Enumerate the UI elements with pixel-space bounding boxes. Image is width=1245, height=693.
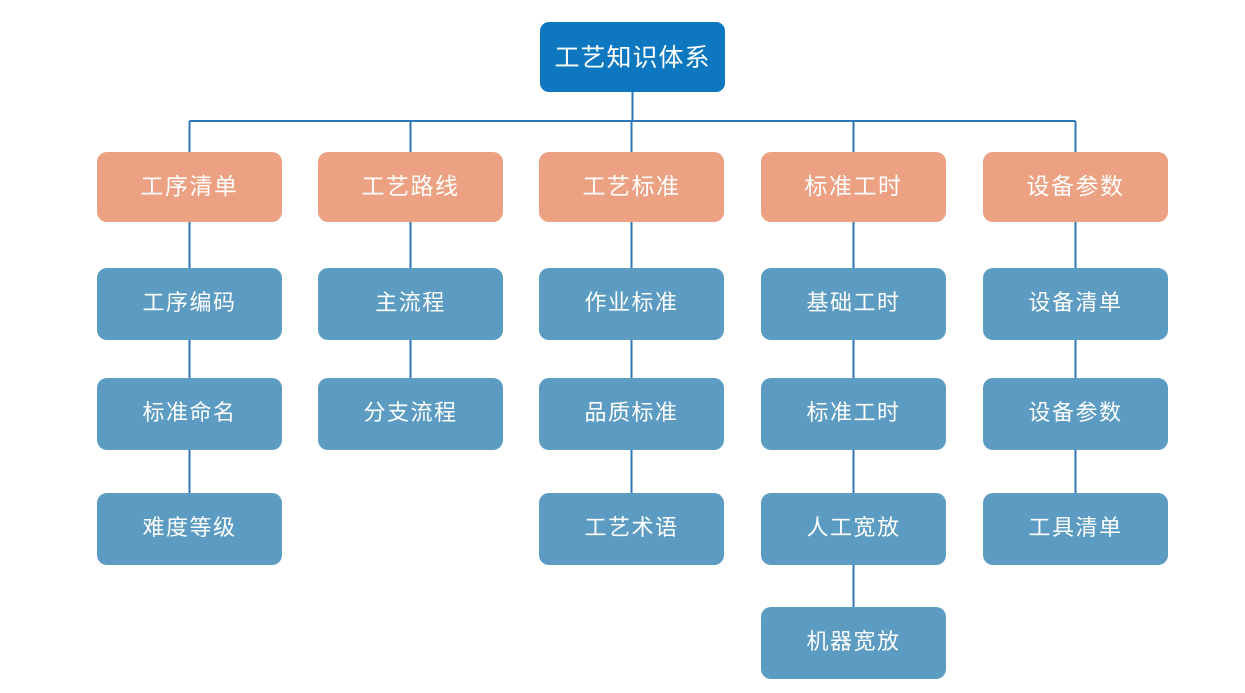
leaf-node-1-2-label: 标准命名 <box>142 401 237 426</box>
category-node-5-label: 设备参数 <box>1026 173 1125 200</box>
category-node-3[interactable]: 工艺标准 <box>539 152 724 222</box>
leaf-node-4-2[interactable]: 标准工时 <box>761 378 946 450</box>
leaf-node-1-3-label: 难度等级 <box>142 516 237 541</box>
leaf-node-2-2-label: 分支流程 <box>363 401 458 426</box>
category-node-2-label: 工艺路线 <box>361 173 460 200</box>
category-node-5[interactable]: 设备参数 <box>983 152 1168 222</box>
category-node-1[interactable]: 工序清单 <box>97 152 282 222</box>
leaf-node-2-1-label: 主流程 <box>375 291 446 316</box>
category-node-1-label: 工序清单 <box>140 173 239 200</box>
leaf-node-3-2-label: 品质标准 <box>584 401 679 426</box>
leaf-node-1-3[interactable]: 难度等级 <box>97 493 282 565</box>
leaf-node-3-2[interactable]: 品质标准 <box>539 378 724 450</box>
leaf-node-5-3[interactable]: 工具清单 <box>983 493 1168 565</box>
leaf-node-4-2-label: 标准工时 <box>806 401 901 426</box>
leaf-node-4-3[interactable]: 人工宽放 <box>761 493 946 565</box>
leaf-node-5-2-label: 设备参数 <box>1028 401 1123 426</box>
leaf-node-5-1[interactable]: 设备清单 <box>983 268 1168 340</box>
leaf-node-5-2[interactable]: 设备参数 <box>983 378 1168 450</box>
leaf-node-2-2[interactable]: 分支流程 <box>318 378 503 450</box>
leaf-node-1-2[interactable]: 标准命名 <box>97 378 282 450</box>
root-node-label: 工艺知识体系 <box>554 42 711 72</box>
category-node-4[interactable]: 标准工时 <box>761 152 946 222</box>
leaf-node-3-3-label: 工艺术语 <box>584 516 679 541</box>
leaf-node-5-3-label: 工具清单 <box>1028 516 1123 541</box>
leaf-node-3-3[interactable]: 工艺术语 <box>539 493 724 565</box>
leaf-node-3-1[interactable]: 作业标准 <box>539 268 724 340</box>
leaf-node-4-1-label: 基础工时 <box>806 291 901 316</box>
leaf-node-4-4-label: 机器宽放 <box>806 630 901 655</box>
root-node[interactable]: 工艺知识体系 <box>540 22 725 92</box>
leaf-node-1-1[interactable]: 工序编码 <box>97 268 282 340</box>
leaf-node-5-1-label: 设备清单 <box>1028 291 1123 316</box>
leaf-node-2-1[interactable]: 主流程 <box>318 268 503 340</box>
leaf-node-4-1[interactable]: 基础工时 <box>761 268 946 340</box>
leaf-node-4-4[interactable]: 机器宽放 <box>761 607 946 679</box>
leaf-node-3-1-label: 作业标准 <box>584 291 679 316</box>
category-node-3-label: 工艺标准 <box>582 173 681 200</box>
category-node-2[interactable]: 工艺路线 <box>318 152 503 222</box>
leaf-node-4-3-label: 人工宽放 <box>806 516 901 541</box>
leaf-node-1-1-label: 工序编码 <box>142 291 237 316</box>
category-node-4-label: 标准工时 <box>804 173 903 200</box>
